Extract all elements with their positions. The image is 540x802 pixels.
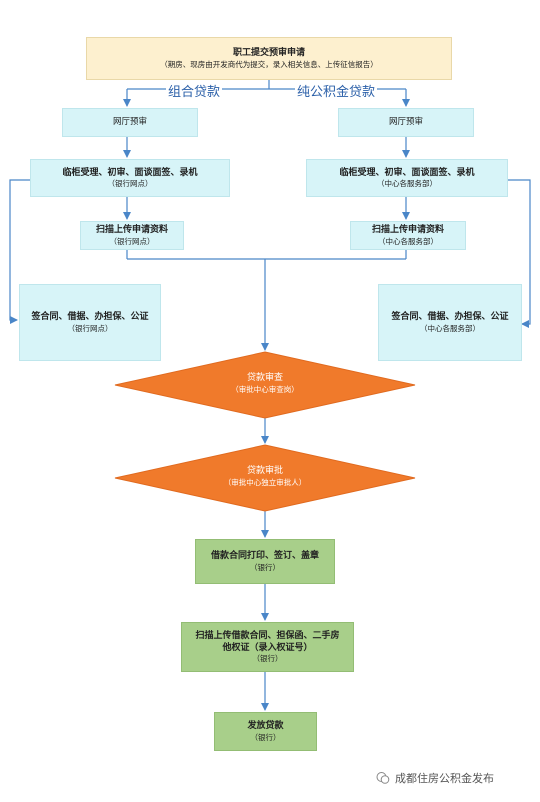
right-contract-title: 签合同、借据、办担保、公证: [391, 312, 509, 323]
submit-title: 职工提交预审申请: [232, 48, 305, 59]
print-contract-subtitle: （银行）: [250, 562, 280, 572]
right-contract-box: 签合同、借据、办担保、公证 （中心各服务部）: [378, 284, 522, 361]
review-title: 贷款审查: [246, 373, 283, 383]
submit-application-box: 职工提交预审申请 （期房、现房由开发商代为提交，录入相关信息、上传征信报告）: [86, 37, 452, 80]
scan-contract-box: 扫描上传借款合同、担保函、二手房 他权证（录入权证号） （银行）: [181, 622, 354, 672]
right-counter-box: 临柜受理、初审、面谈面签、录机 （中心各服务部）: [306, 159, 508, 197]
left-counter-subtitle: （银行网点）: [107, 179, 153, 188]
left-scan-subtitle: （银行网点）: [109, 236, 155, 246]
left-counter-title: 临柜受理、初审、面谈面签、录机: [62, 167, 198, 178]
approve-title: 贷款审批: [246, 466, 283, 476]
left-online-review-box: 网厅预审: [62, 108, 198, 137]
right-scan-box: 扫描上传申请资料 （中心各服务部）: [350, 221, 466, 250]
left-contract-subtitle: （银行网点）: [67, 323, 113, 333]
left-counter-box: 临柜受理、初审、面谈面签、录机 （银行网点）: [30, 159, 230, 197]
print-contract-title: 借款合同打印、签订、盖章: [210, 551, 319, 562]
left-contract-box: 签合同、借据、办担保、公证 （银行网点）: [19, 284, 161, 361]
right-scan-title: 扫描上传申请资料: [371, 225, 444, 236]
approve-diamond-text: 贷款审批 （审批中心独立审批人）: [165, 465, 365, 488]
scan-contract-subtitle: （银行）: [252, 654, 283, 664]
review-subtitle: （审批中心审查岗）: [231, 384, 299, 394]
wechat-icon: [376, 772, 390, 784]
review-diamond-text: 贷款审查 （审批中心审查岗）: [165, 372, 365, 395]
right-counter-subtitle: （中心各服务部）: [377, 179, 437, 188]
branch-label-combined-loan: 组合贷款: [166, 81, 223, 100]
approve-subtitle: （审批中心独立审批人）: [223, 477, 307, 487]
watermark-text: 成都住房公积金发布: [395, 772, 494, 785]
submit-subtitle: （期房、现房由开发商代为提交，录入相关信息、上传征信报告）: [160, 59, 378, 69]
right-online-review-label: 网厅预审: [388, 116, 423, 127]
disburse-title: 发放贷款: [247, 721, 284, 732]
print-contract-box: 借款合同打印、签订、盖章 （银行）: [195, 539, 335, 584]
left-scan-title: 扫描上传申请资料: [95, 225, 168, 236]
left-scan-box: 扫描上传申请资料 （银行网点）: [80, 221, 184, 250]
left-online-review-label: 网厅预审: [112, 116, 147, 127]
right-scan-subtitle: （中心各服务部）: [378, 236, 438, 246]
right-counter-title: 临柜受理、初审、面谈面签、录机: [339, 167, 475, 178]
scan-contract-line2: 他权证（录入权证号）: [222, 642, 313, 653]
disburse-loan-box: 发放贷款 （银行）: [214, 712, 317, 751]
scan-contract-line1: 扫描上传借款合同、担保函、二手房: [195, 630, 340, 641]
left-contract-title: 签合同、借据、办担保、公证: [31, 312, 149, 323]
right-online-review-box: 网厅预审: [338, 108, 474, 137]
review-diamond: [114, 351, 416, 419]
disburse-subtitle: （银行）: [250, 732, 281, 742]
watermark: 成都住房公积金发布: [376, 770, 494, 786]
branch-label-pure-fund-loan: 纯公积金贷款: [295, 81, 378, 100]
approve-diamond: [114, 444, 416, 512]
right-contract-subtitle: （中心各服务部）: [420, 323, 480, 333]
